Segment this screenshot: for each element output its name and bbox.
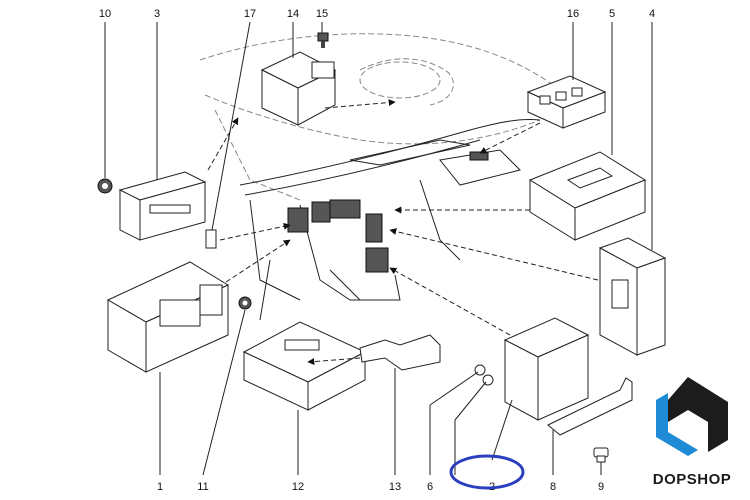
leader-lines (104, 21, 653, 476)
callout-10: 10 (99, 8, 111, 20)
callout-14: 14 (287, 8, 299, 20)
part-3-module (118, 171, 207, 241)
part-16-module (526, 75, 607, 129)
callout-15: 15 (316, 8, 328, 20)
callout-4: 4 (649, 8, 655, 20)
logo-mark-icon (656, 377, 728, 456)
part-2-module (503, 317, 590, 421)
part-11-nut (238, 296, 252, 310)
part-15-screw (317, 32, 329, 48)
part-12-module (242, 321, 367, 411)
part-5-module (528, 151, 647, 241)
brand-name: DOPSHOP (653, 471, 732, 488)
part-4-module (598, 237, 667, 356)
part-13-bracket (359, 334, 441, 371)
callout-13: 13 (389, 481, 401, 493)
part-9-bolt (593, 447, 609, 463)
callout-3: 3 (154, 8, 160, 20)
callout-12: 12 (292, 481, 304, 493)
highlight-circle-part-2 (449, 454, 525, 490)
callout-5: 5 (609, 8, 615, 20)
dopshop-logo: DOPSHOP (653, 377, 732, 488)
part-1-module (106, 261, 230, 373)
callout-1: 1 (157, 481, 163, 493)
callout-16: 16 (567, 8, 579, 20)
callout-9: 9 (598, 481, 604, 493)
part-10-nut (97, 178, 113, 194)
part-6-nuts (474, 364, 494, 386)
part-17-relay (205, 229, 217, 249)
callout-6: 6 (427, 481, 433, 493)
callout-8: 8 (550, 481, 556, 493)
callout-11: 11 (197, 481, 208, 493)
dashboard-connectors (287, 151, 489, 273)
callout-17: 17 (244, 8, 256, 20)
part-14-module (260, 51, 337, 126)
part-8-bracket (547, 377, 633, 436)
assembly-arrows (207, 99, 599, 366)
dashboard-outline (199, 33, 561, 321)
